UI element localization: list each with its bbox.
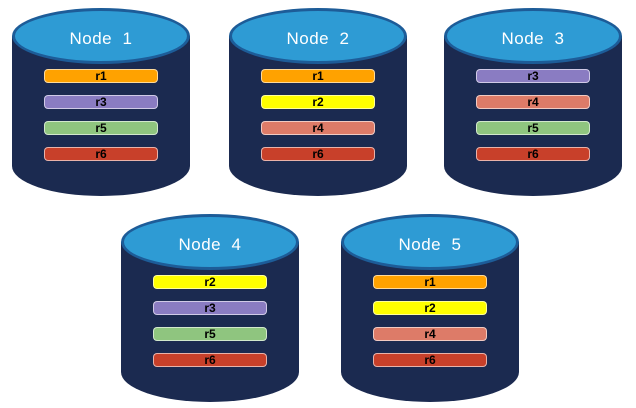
- replica-label: r5: [204, 327, 216, 341]
- replica-bar: r4: [476, 95, 590, 109]
- replica-bar: r6: [153, 353, 267, 367]
- replica-bar: r1: [44, 69, 158, 83]
- db-node-2: Node 2 r1 r2 r4 r6: [229, 8, 407, 196]
- replica-label: r6: [204, 353, 216, 367]
- db-node-4: Node 4 r2 r3 r5 r6: [121, 214, 299, 402]
- replica-list: r1 r3 r5 r6: [12, 69, 190, 161]
- replica-bar: r2: [153, 275, 267, 289]
- replica-label: r2: [204, 275, 216, 289]
- replica-label: r3: [527, 69, 539, 83]
- replica-label: r5: [527, 121, 539, 135]
- replica-label: r2: [312, 95, 324, 109]
- cylinder-top: Node 4: [121, 214, 299, 270]
- replica-label: r6: [312, 147, 324, 161]
- replica-label: r6: [95, 147, 107, 161]
- replica-bar: r2: [261, 95, 375, 109]
- replica-list: r1 r2 r4 r6: [341, 275, 519, 367]
- replica-bar: r6: [476, 147, 590, 161]
- replica-bar: r1: [373, 275, 487, 289]
- replica-bar: r5: [153, 327, 267, 341]
- cylinder-top: Node 1: [12, 8, 190, 64]
- replica-bar: r6: [261, 147, 375, 161]
- cylinder-top: Node 2: [229, 8, 407, 64]
- replica-label: r1: [424, 275, 436, 289]
- replica-label: r6: [527, 147, 539, 161]
- replica-label: r3: [95, 95, 107, 109]
- replica-bar: r5: [476, 121, 590, 135]
- replica-bar: r3: [476, 69, 590, 83]
- replica-label: r4: [312, 121, 324, 135]
- db-node-3: Node 3 r3 r4 r5 r6: [444, 8, 622, 196]
- replica-list: r3 r4 r5 r6: [444, 69, 622, 161]
- replica-bar: r4: [261, 121, 375, 135]
- replica-label: r3: [204, 301, 216, 315]
- replica-bar: r4: [373, 327, 487, 341]
- node-label: Node 2: [286, 28, 350, 48]
- replica-label: r4: [527, 95, 539, 109]
- replica-bar: r2: [373, 301, 487, 315]
- replica-list: r2 r3 r5 r6: [121, 275, 299, 367]
- replica-bar: r5: [44, 121, 158, 135]
- node-label: Node 1: [69, 28, 133, 48]
- replica-label: r4: [424, 327, 436, 341]
- db-node-5: Node 5 r1 r2 r4 r6: [341, 214, 519, 402]
- replica-bar: r1: [261, 69, 375, 83]
- replica-bar: r3: [153, 301, 267, 315]
- cylinder-top: Node 3: [444, 8, 622, 64]
- replica-label: r6: [424, 353, 436, 367]
- replica-label: r1: [312, 69, 324, 83]
- replica-list: r1 r2 r4 r6: [229, 69, 407, 161]
- replica-bar: r3: [44, 95, 158, 109]
- node-label: Node 5: [398, 234, 462, 254]
- replica-label: r5: [95, 121, 107, 135]
- node-label: Node 3: [501, 28, 565, 48]
- cylinder-top: Node 5: [341, 214, 519, 270]
- node-label: Node 4: [178, 234, 242, 254]
- replica-label: r1: [95, 69, 107, 83]
- replica-bar: r6: [373, 353, 487, 367]
- replica-label: r2: [424, 301, 436, 315]
- db-node-1: Node 1 r1 r3 r5 r6: [12, 8, 190, 196]
- replica-bar: r6: [44, 147, 158, 161]
